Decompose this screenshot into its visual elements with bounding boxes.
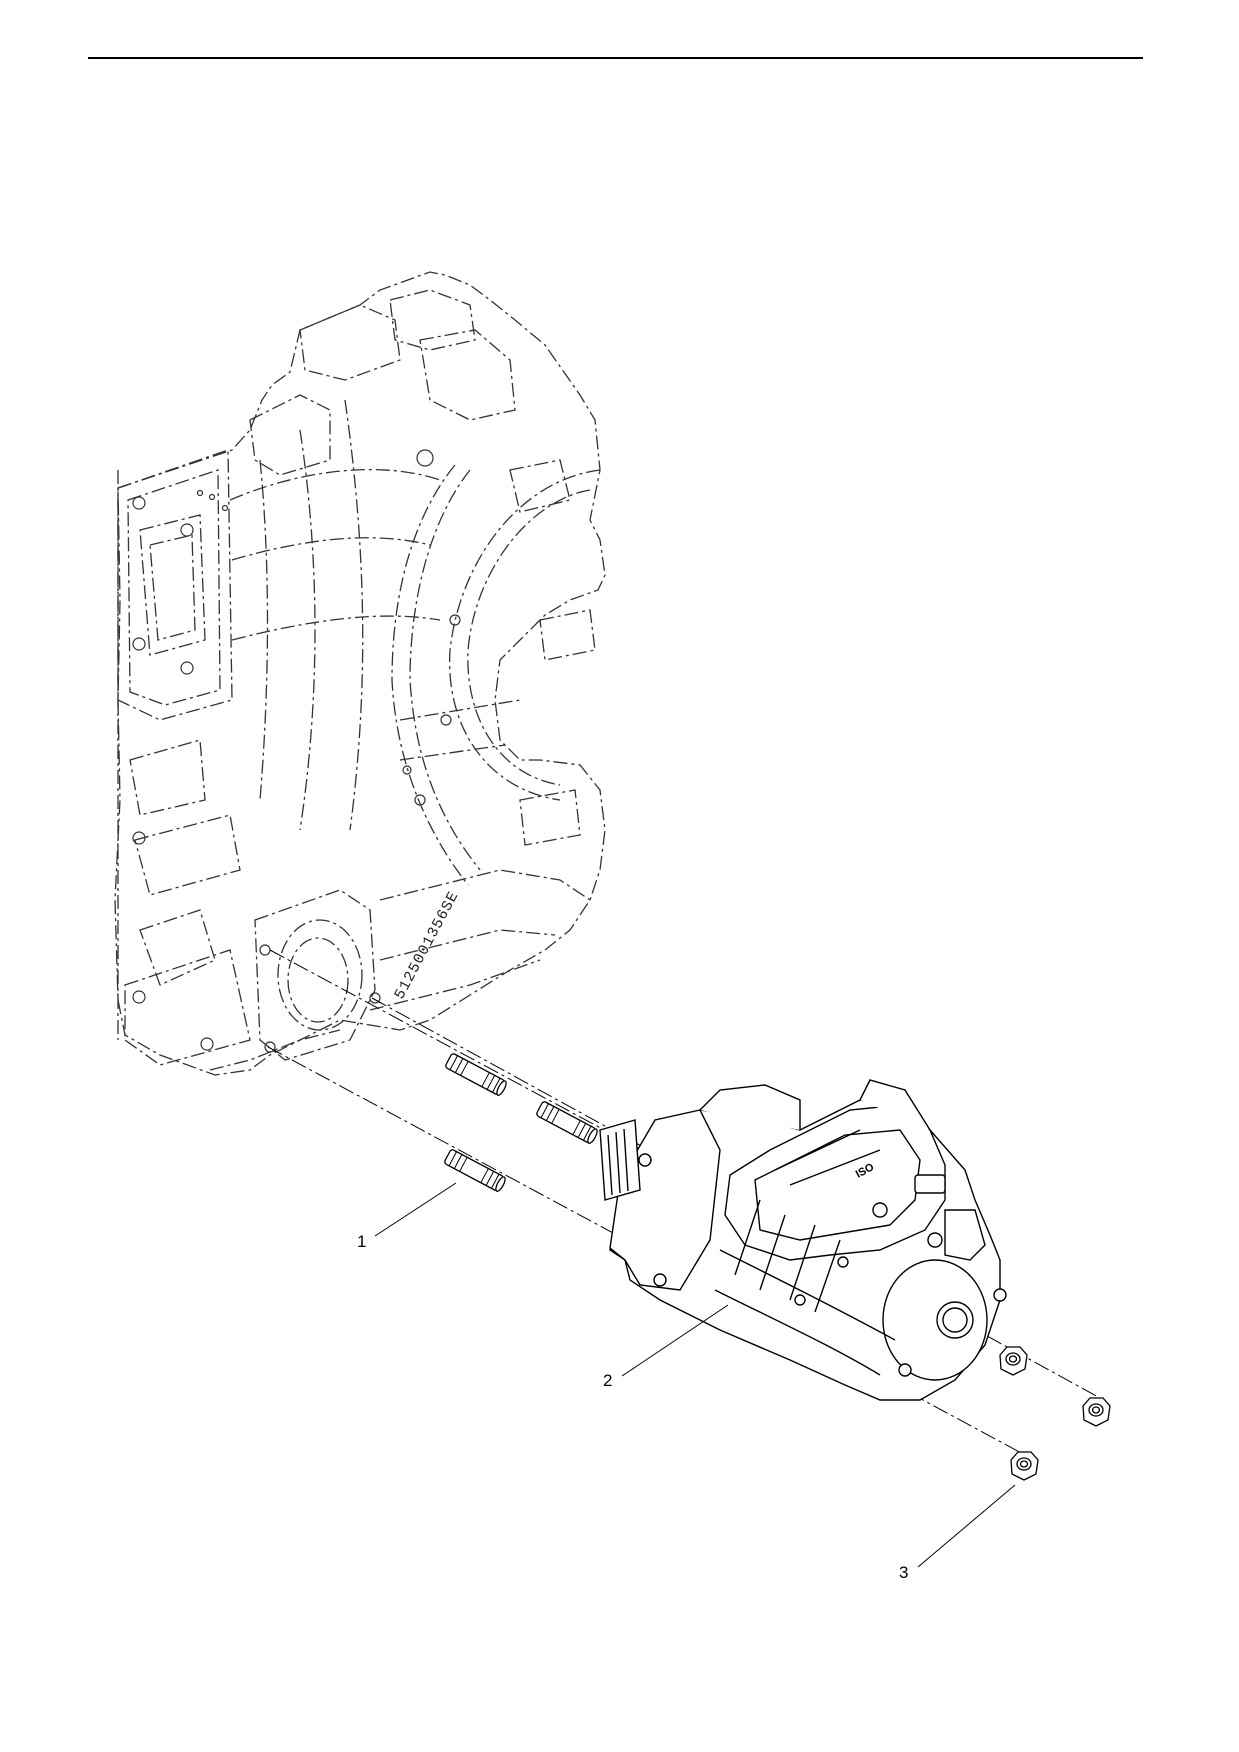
leader-3 (917, 1484, 1016, 1568)
callout-leaders (374, 1182, 1016, 1568)
stud-middle (536, 1101, 598, 1144)
stud-lower (444, 1149, 506, 1192)
callout-1: 1 (357, 1232, 366, 1251)
flywheel-housing-phantom (114, 271, 606, 1076)
leader-2 (621, 1304, 729, 1377)
housing-marking: 5125001356SE (391, 888, 462, 1002)
stud-bolts (444, 1053, 598, 1192)
callout-3: 3 (899, 1563, 908, 1582)
nut-motor (999, 1346, 1028, 1376)
flange-nuts (999, 1346, 1111, 1481)
leader-1 (374, 1182, 457, 1237)
callout-2: 2 (603, 1371, 612, 1390)
nut-lower (1010, 1451, 1039, 1481)
starter-motor (599, 1079, 1007, 1401)
header-rule (88, 57, 1143, 59)
stud-upper (445, 1053, 507, 1096)
nut-right (1082, 1397, 1111, 1427)
housing-bolt-holes (132, 449, 461, 1053)
